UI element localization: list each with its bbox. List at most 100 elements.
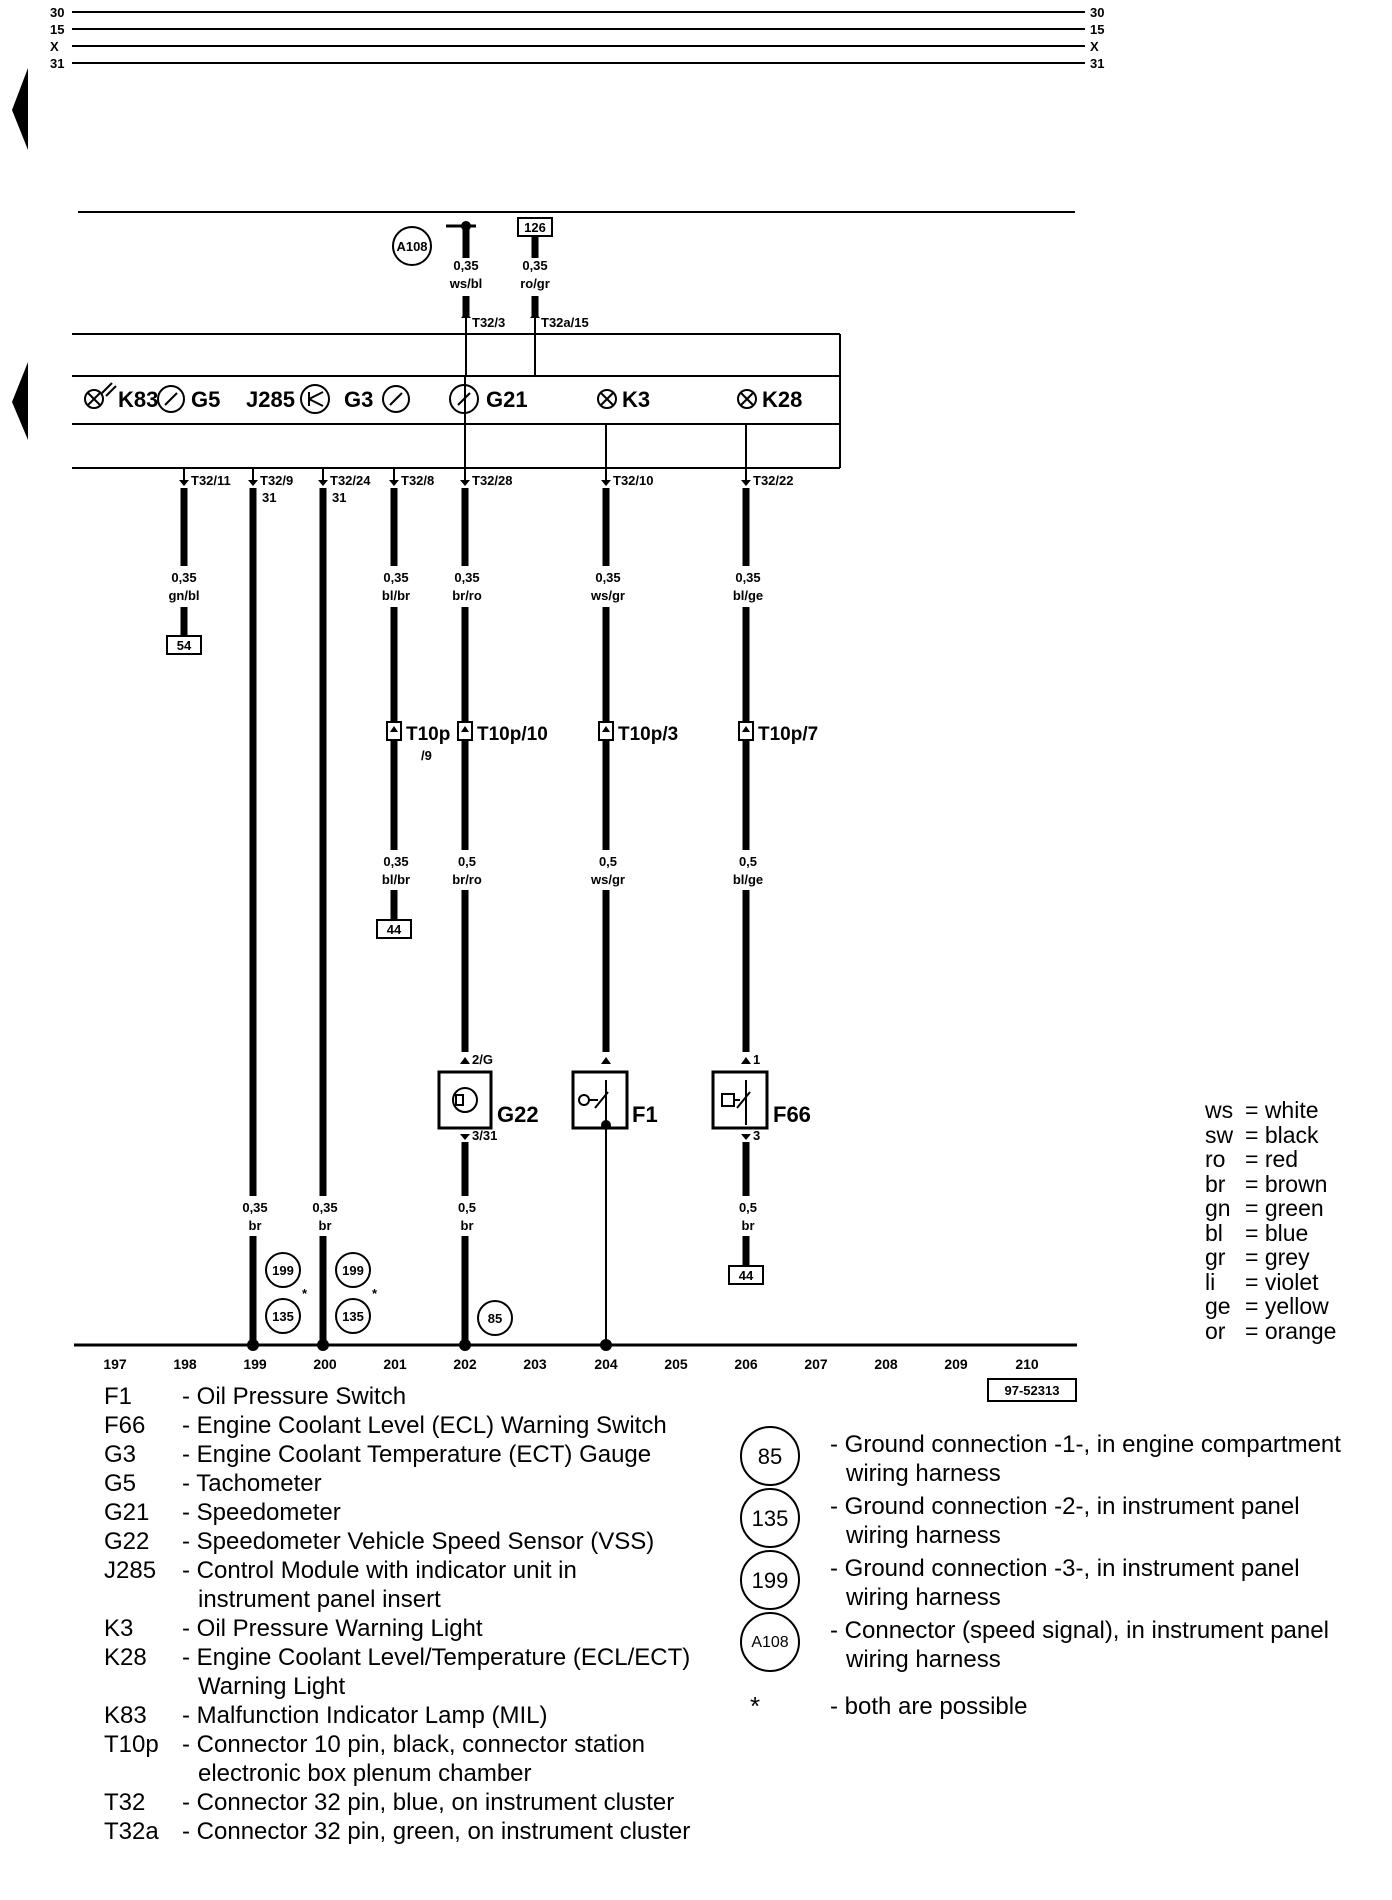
- ground-key-row: 199 - Ground connection -3-, in instrume…: [740, 1550, 1390, 1612]
- wire-t32-10: T32/10 0,35 ws/gr T10p/3 0,5 ws/gr F1: [571, 424, 678, 1351]
- sub-t32-9: 31: [262, 490, 276, 505]
- ref-126: 126: [524, 220, 546, 235]
- conn-t10p-9: T10p: [406, 724, 450, 745]
- ground-badge: 135: [740, 1488, 830, 1550]
- ref126-gauge: 0,35: [522, 258, 547, 273]
- conn-t10p-9-sub: /9: [421, 748, 432, 763]
- legend-desc: - Speedometer Vehicle Speed Sensor (VSS): [182, 1528, 655, 1555]
- legend-desc-line1: - Connector 10 pin, black, connector sta…: [182, 1731, 645, 1758]
- f1-label: F1: [632, 1102, 658, 1127]
- color-key-row: or= orange: [1205, 1317, 1337, 1344]
- color-code: ge: [1205, 1293, 1231, 1319]
- ground-key-row: 135 - Ground connection -2-, in instrume…: [740, 1488, 1390, 1550]
- color-code: ro: [1205, 1146, 1226, 1172]
- g3-gauge-icon: [382, 385, 410, 413]
- ground-badge: 85: [740, 1426, 830, 1488]
- color-code: gr: [1205, 1244, 1226, 1270]
- f66-label: F66: [773, 1102, 811, 1127]
- gauge1-t32-28: 0,35: [454, 570, 479, 585]
- f66-pin-bottom: 3: [753, 1128, 760, 1143]
- gauge-t32-24: 0,35: [312, 1200, 337, 1215]
- gauge3-t32-28: 0,5: [458, 1200, 476, 1215]
- col-202: 202: [453, 1356, 477, 1372]
- color-key-row: gr = grey: [1205, 1245, 1336, 1270]
- vss-sensor-icon: [452, 1087, 478, 1113]
- color-name: = blue: [1245, 1219, 1309, 1246]
- color-code: ws: [1205, 1097, 1234, 1123]
- col-204: 204: [594, 1356, 618, 1372]
- legend-row: G21- Speedometer: [104, 1498, 742, 1527]
- color-key-row: bl= blue: [1205, 1219, 1336, 1246]
- color-name: = red: [1245, 1146, 1299, 1172]
- color-key-row: ro = red: [1205, 1147, 1336, 1172]
- color-code: sw: [1205, 1121, 1234, 1148]
- color2-t32-8: bl/br: [382, 872, 410, 887]
- k83-lamp-icon: [84, 382, 117, 409]
- color-code: br: [1205, 1170, 1226, 1197]
- top-connector-126: 126 0,35 ro/gr T32a/15: [517, 217, 589, 376]
- col-203: 203: [523, 1356, 547, 1372]
- j285-label: J285: [246, 387, 295, 412]
- color-key-row: sw= black: [1205, 1121, 1336, 1148]
- color2-t32-22: bl/ge: [733, 872, 763, 887]
- legend-desc: - Connector 32 pin, blue, on instrument …: [182, 1789, 675, 1816]
- ground-85: 85: [488, 1311, 502, 1326]
- asterisk-a: *: [302, 1286, 308, 1301]
- legend-code: T32: [104, 1789, 146, 1816]
- gauge2-t32-28: 0,5: [458, 854, 476, 869]
- color-key-row: ge= yellow: [1205, 1294, 1336, 1319]
- column-numbers: 197 198 199 200 201 202 203 204 205 206 …: [103, 1356, 1039, 1372]
- asterisk-b: *: [372, 1286, 378, 1301]
- bus-label-x-left: X: [50, 39, 59, 54]
- ground-desc: - Ground connection -2-, in instrument p…: [830, 1493, 1300, 1549]
- col-198: 198: [173, 1356, 197, 1372]
- cluster-symbols: K83 G5 J285 G3 G21 K3: [84, 382, 802, 414]
- color-name: = orange: [1245, 1317, 1337, 1344]
- ground-199-b: 199: [342, 1263, 364, 1278]
- conn-t10p-3: T10p/3: [618, 724, 678, 745]
- connector-badge: A108: [740, 1612, 830, 1674]
- gauge2-t32-22: 0,5: [739, 854, 757, 869]
- legend-code: J285: [104, 1557, 157, 1584]
- color-code: li: [1205, 1268, 1216, 1295]
- color-name: = brown: [1245, 1170, 1328, 1197]
- legend-code: G22: [104, 1528, 150, 1555]
- gauge2-t32-10: 0,5: [599, 854, 617, 869]
- col-199: 199: [243, 1356, 267, 1372]
- legend-row: T32a- Connector 32 pin, green, on instru…: [104, 1817, 742, 1846]
- left-marker-middle: [12, 362, 28, 440]
- wire-t32-22: T32/22 0,35 bl/ge T10p/7 0,5 bl/ge 1 F66…: [711, 424, 818, 1285]
- legend-code: G5: [104, 1470, 137, 1497]
- wire-color-key: ws= white sw= black ro= red br= brown gn…: [1205, 1098, 1336, 1343]
- a108-badge: A108: [396, 239, 427, 254]
- k3-label: K3: [622, 387, 650, 412]
- col-205: 205: [664, 1356, 688, 1372]
- a108-gauge: 0,35: [453, 258, 478, 273]
- legend-code: T32a: [104, 1818, 159, 1845]
- conn-t10p-10: T10p/10: [477, 724, 548, 745]
- k28-label: K28: [762, 387, 802, 412]
- pin-t32-8: T32/8: [401, 473, 434, 488]
- legend-desc-line1: - Engine Coolant Level/Temperature (ECL/…: [182, 1644, 691, 1671]
- pin-t32-24: T32/24: [330, 473, 371, 488]
- ref-54: 54: [177, 638, 192, 653]
- color3-t32-22: br: [742, 1218, 755, 1233]
- color1-t32-28: br/ro: [452, 588, 482, 603]
- diagram-id: 97-52313: [1005, 1383, 1060, 1398]
- pin-t32-22: T32/22: [753, 473, 793, 488]
- ground-199-a: 199: [272, 1263, 294, 1278]
- legend-desc: - Tachometer: [182, 1470, 322, 1497]
- wire-t32-11: T32/11 0,35 gn/bl 54: [166, 468, 231, 655]
- legend-row: G3- Engine Coolant Temperature (ECT) Gau…: [104, 1440, 742, 1469]
- col-208: 208: [874, 1356, 898, 1372]
- j285-module-icon: [300, 384, 330, 414]
- legend-code: G21: [104, 1499, 150, 1526]
- pin-t32-11: T32/11: [191, 473, 231, 488]
- legend-desc: - Oil Pressure Switch: [182, 1383, 407, 1410]
- g5-label: G5: [191, 387, 220, 412]
- legend-row: G5 - Tachometer: [104, 1469, 742, 1498]
- color-name: = grey: [1245, 1244, 1310, 1270]
- legend-row: T32 - Connector 32 pin, blue, on instrume…: [104, 1788, 742, 1817]
- ground-desc: - Ground connection -1-, in engine compa…: [830, 1431, 1341, 1487]
